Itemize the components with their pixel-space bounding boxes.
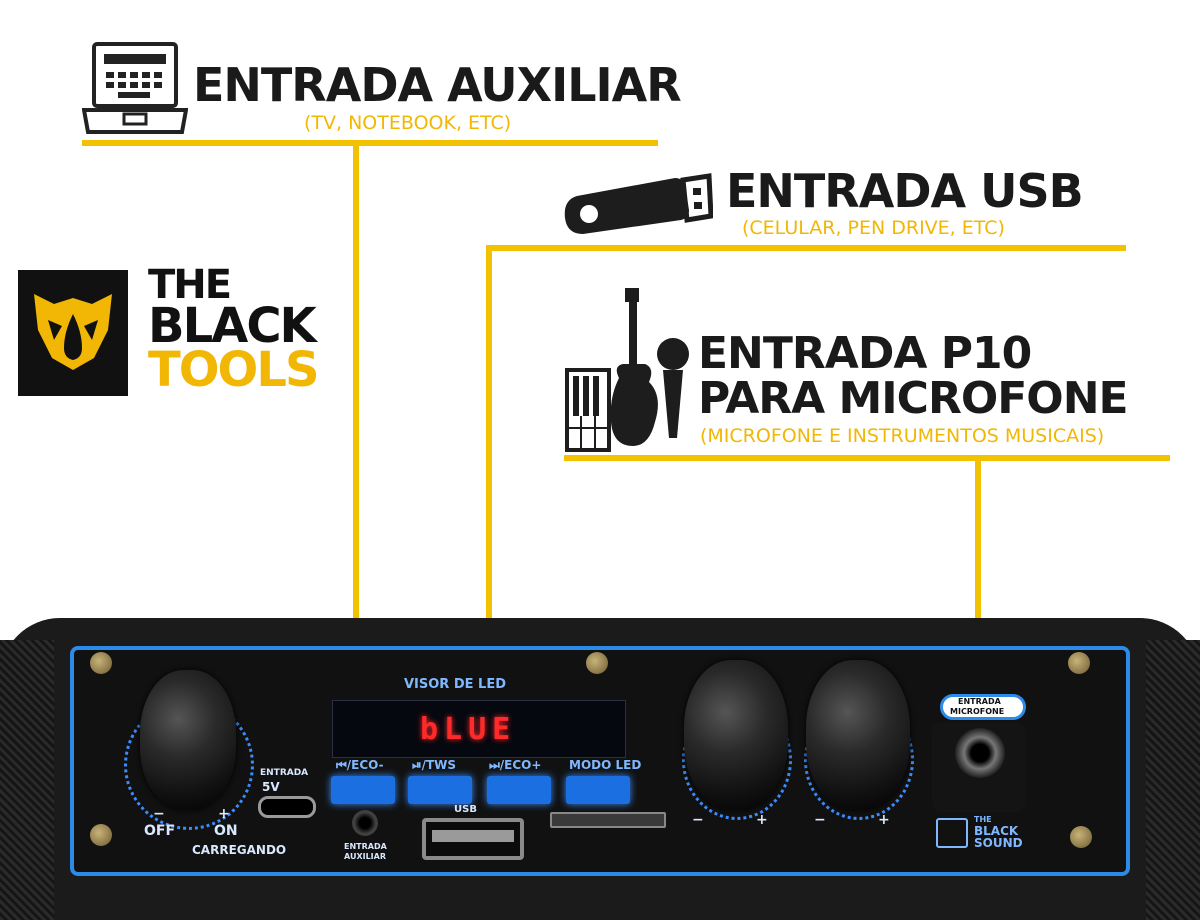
aux-jack-label-line1: ENTRADA: [344, 842, 387, 851]
usb-a-port-tongue: [432, 830, 514, 842]
aux-pointer-line: [353, 140, 359, 760]
plus-label-1: +: [756, 812, 768, 828]
mic-badge-line2: MICROFONE: [950, 707, 1005, 716]
power-volume-knob[interactable]: [140, 670, 236, 810]
brand-line2: BLACK: [148, 298, 317, 354]
p10-pointer-line: [975, 455, 981, 655]
minus-label-2: −: [814, 812, 826, 828]
screw-icon: [1070, 826, 1092, 848]
mic-badge-line1: ENTRADA: [958, 697, 1001, 706]
play-tws-button[interactable]: [408, 776, 472, 804]
led-display: [332, 700, 626, 758]
volume-knob-1[interactable]: [684, 660, 788, 810]
mic-badge: [940, 694, 1026, 720]
entrada-5v-label: ENTRADA: [260, 768, 309, 778]
usb-subtitle: (CELULAR, PEN DRIVE, ETC): [742, 217, 1005, 239]
minus-label-1: −: [692, 812, 704, 828]
usb-pointer-line: [486, 245, 492, 785]
sd-card-slot[interactable]: [550, 812, 666, 828]
sound-line3: SOUND: [974, 836, 1023, 850]
eco-minus-label: ⏮/ECO-: [336, 758, 384, 772]
screw-icon: [1068, 652, 1090, 674]
usb-port-label: USB: [454, 804, 477, 815]
aux-jack[interactable]: [352, 810, 378, 836]
usb-title: ENTRADA USB: [726, 164, 1084, 218]
sound-line2: BLACK: [974, 824, 1019, 838]
aux-jack-label-line2: AUXILIAR: [344, 852, 387, 861]
p10-mic-jack-hole: [955, 728, 1005, 778]
prev-eco-minus-button[interactable]: [331, 776, 395, 804]
black-sound-logo-icon: [936, 818, 968, 848]
carregando-label: CARREGANDO: [192, 843, 287, 857]
eco-plus-label: ⏭/ECO+: [489, 758, 542, 772]
visor-label: VISOR DE LED: [404, 677, 507, 692]
p10-underline: [564, 455, 1170, 461]
on-label: ON: [214, 823, 238, 839]
sound-line1: THE: [974, 815, 992, 824]
tws-label: ⏯/TWS: [412, 758, 457, 772]
speaker-grille-left: [0, 640, 54, 920]
led-display-text: bLUE: [420, 712, 517, 747]
laptop-icon: [82, 42, 188, 134]
usb-c-port[interactable]: [258, 796, 316, 818]
aux-underline: [82, 140, 658, 146]
minus-label-left: −: [153, 806, 165, 822]
rhino-logo-icon: [34, 294, 112, 370]
speaker-grille-right: [1146, 640, 1200, 920]
aux-subtitle: (TV, NOTEBOOK, ETC): [304, 112, 512, 134]
p10-title-line2: PARA MICROFONE: [698, 373, 1129, 424]
brand-logo: [18, 270, 128, 396]
modo-led-button[interactable]: [566, 776, 630, 804]
usb-drive-icon: [564, 173, 713, 234]
screw-icon: [90, 824, 112, 846]
screw-icon: [90, 652, 112, 674]
instruments-icon: [565, 288, 689, 452]
plus-label-left: +: [218, 806, 230, 822]
off-label: OFF: [144, 823, 176, 839]
next-eco-plus-button[interactable]: [487, 776, 551, 804]
p10-title-line1: ENTRADA P10: [698, 328, 1032, 379]
p10-subtitle: (MICROFONE E INSTRUMENTOS MUSICAIS): [700, 425, 1105, 447]
volume-knob-2[interactable]: [806, 660, 910, 810]
brand-line1: THE: [148, 262, 232, 308]
screw-icon: [586, 652, 608, 674]
usb-underline: [486, 245, 1126, 251]
entrada-5v-value: 5V: [262, 780, 280, 794]
aux-title: ENTRADA AUXILIAR: [193, 58, 682, 112]
modo-led-label: MODO LED: [569, 758, 642, 772]
brand-line3: TOOLS: [148, 342, 320, 398]
plus-label-2: +: [878, 812, 890, 828]
